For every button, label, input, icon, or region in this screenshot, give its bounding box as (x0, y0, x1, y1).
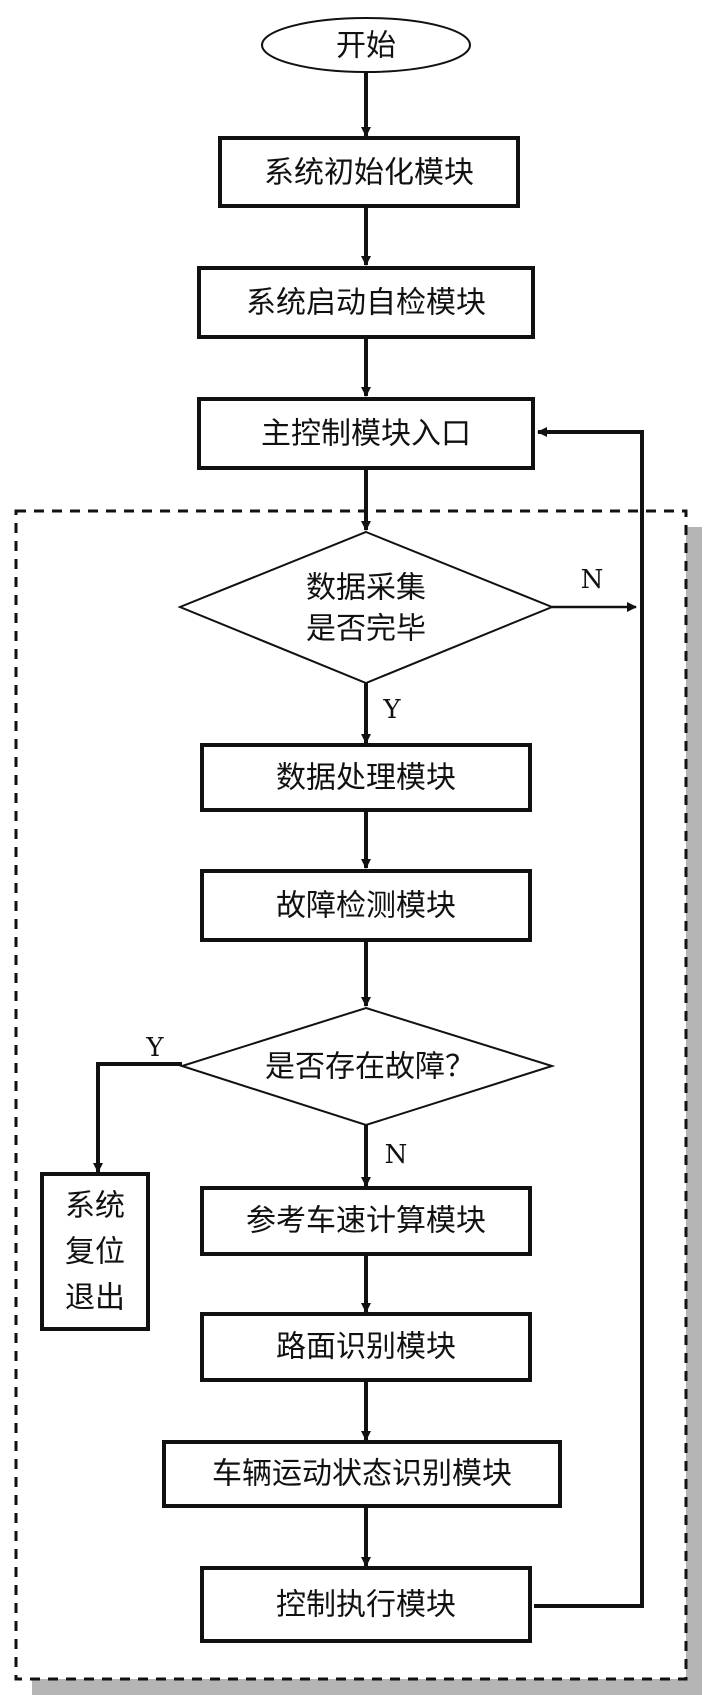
node-ref-speed: 参考车速计算模块 (200, 1186, 532, 1256)
connectors (93, 72, 644, 1608)
node-road-recog: 路面识别模块 (200, 1312, 532, 1382)
node-vehicle-state: 车辆运动状态识别模块 (162, 1440, 562, 1508)
selfcheck-box (197, 266, 535, 339)
fault-detect-label: 故障检测模块 (276, 889, 456, 924)
fault-yes-label: Y (145, 1033, 164, 1063)
control-exec-box (200, 1566, 532, 1643)
reset-label-line3: 退出 (65, 1281, 125, 1316)
selfcheck-label: 系统启动自检模块 (246, 286, 486, 321)
ref-speed-box (200, 1186, 532, 1256)
control-exec-label: 控制执行模块 (276, 1588, 456, 1623)
node-init: 系统初始化模块 (218, 136, 520, 208)
node-decision-fault: 是否存在故障？ (178, 1006, 556, 1127)
start-terminal (261, 17, 471, 73)
road-recog-label: 路面识别模块 (276, 1330, 456, 1365)
main-entry-box (197, 397, 535, 470)
reset-box (40, 1172, 150, 1331)
reset-label-line1: 系统 (65, 1189, 125, 1224)
node-decision-collect: 数据采集 是否完毕 (177, 530, 555, 685)
vehicle-state-label: 车辆运动状态识别模块 (212, 1457, 512, 1492)
data-proc-label: 数据处理模块 (276, 761, 456, 796)
node-data-proc: 数据处理模块 (200, 743, 532, 812)
node-main-entry: 主控制模块入口 (197, 397, 535, 470)
data-proc-box (200, 743, 532, 812)
collect-diamond (177, 530, 555, 685)
main-entry-label: 主控制模块入口 (261, 417, 471, 452)
road-recog-box (200, 1312, 532, 1382)
node-fault-detect: 故障检测模块 (200, 869, 532, 942)
init-box (218, 136, 520, 208)
fault-diamond (178, 1006, 556, 1127)
node-selfcheck: 系统启动自检模块 (197, 266, 535, 339)
branch-labels: N Y Y N (145, 565, 603, 1170)
arrow-fault-yes-reset (93, 1062, 182, 1173)
node-start: 开始 (261, 17, 471, 73)
collect-label-line1: 数据采集 (306, 571, 426, 606)
node-reset: 系统 复位 退出 (40, 1172, 150, 1331)
collect-no-label: N (581, 565, 604, 595)
vehicle-state-box (162, 1440, 562, 1508)
collect-label-line2: 是否完毕 (306, 612, 426, 647)
init-label: 系统初始化模块 (264, 156, 474, 191)
collect-yes-label: Y (382, 695, 401, 725)
node-control-exec: 控制执行模块 (200, 1566, 532, 1643)
loop-back-line (534, 427, 644, 1608)
fault-decision-label: 是否存在故障？ (265, 1050, 475, 1085)
reset-label-line2: 复位 (65, 1235, 125, 1270)
ref-speed-label: 参考车速计算模块 (246, 1204, 486, 1239)
fault-no-label: N (385, 1140, 408, 1170)
fault-detect-box (200, 869, 532, 942)
start-label: 开始 (336, 29, 396, 64)
